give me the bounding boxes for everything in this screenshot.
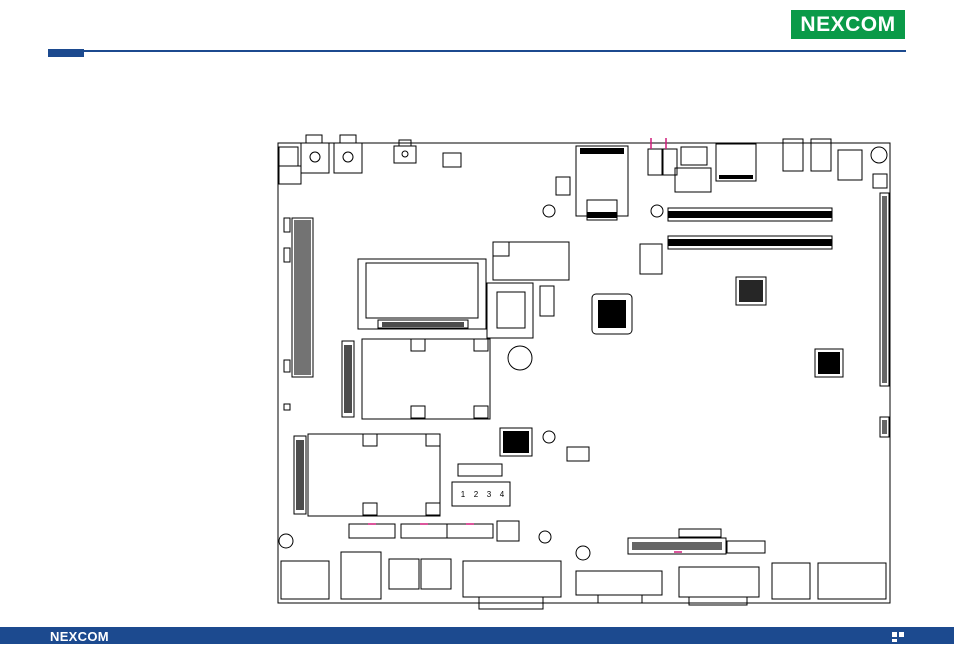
mini-pcie-slot-1	[362, 339, 490, 419]
top-small-header	[443, 153, 461, 167]
rear-power-jack	[818, 563, 886, 599]
footer-mark	[892, 639, 897, 642]
usb-header-1	[349, 524, 395, 538]
button-block	[838, 150, 862, 180]
mount-hole	[279, 534, 293, 548]
rear-usb-1	[389, 559, 419, 589]
lan-header	[675, 168, 711, 192]
top-left-jack	[279, 147, 298, 166]
connector-pin-label: 1	[461, 490, 466, 499]
expansion-header-pins	[294, 220, 311, 375]
usb-header-3	[447, 524, 493, 538]
dimm-slot-2-pins	[668, 239, 832, 246]
footer-bar	[0, 627, 954, 644]
rear-usb-2	[421, 559, 451, 589]
bios-chip	[487, 283, 533, 338]
small-connector	[540, 286, 554, 316]
usb-connector-right	[681, 147, 707, 165]
label-area	[493, 242, 569, 280]
usb-header-2	[401, 524, 447, 538]
rear-usb-lan-stack	[281, 561, 329, 599]
connector-pin-label: 4	[500, 490, 505, 499]
footer-mark	[892, 632, 897, 637]
battery	[508, 346, 532, 370]
connector-pin-label: 2	[474, 490, 479, 499]
rear-audio-jack	[772, 563, 810, 599]
jumper-1	[648, 149, 662, 175]
dimm-slot-1-pins	[668, 211, 832, 218]
connector-pin-label: 3	[487, 490, 492, 499]
switch-2	[811, 139, 831, 171]
footer-logo: NEXCOM	[50, 629, 109, 644]
footer-mark	[899, 632, 904, 637]
fan-header	[567, 447, 589, 461]
dimm-aux	[640, 244, 662, 274]
rear-vga-port	[576, 571, 662, 595]
power-header-small	[458, 464, 502, 476]
top-left-header	[279, 166, 301, 184]
com-connector	[576, 146, 628, 216]
mount-hole	[543, 431, 555, 443]
mount-hole	[539, 531, 551, 543]
switch-1	[783, 139, 803, 171]
mount-hole	[543, 205, 555, 217]
rear-dvi-port	[463, 561, 561, 597]
mount-hole-top-right	[871, 147, 887, 163]
mount-hole	[651, 205, 663, 217]
small-header-bottom	[727, 541, 765, 553]
top-usb-port-1	[301, 135, 329, 173]
rear-com-port	[679, 567, 759, 597]
rear-rj45	[341, 552, 381, 599]
buzzer	[497, 521, 519, 541]
mount-hole	[576, 546, 590, 560]
top-usb-port-2	[334, 135, 362, 173]
